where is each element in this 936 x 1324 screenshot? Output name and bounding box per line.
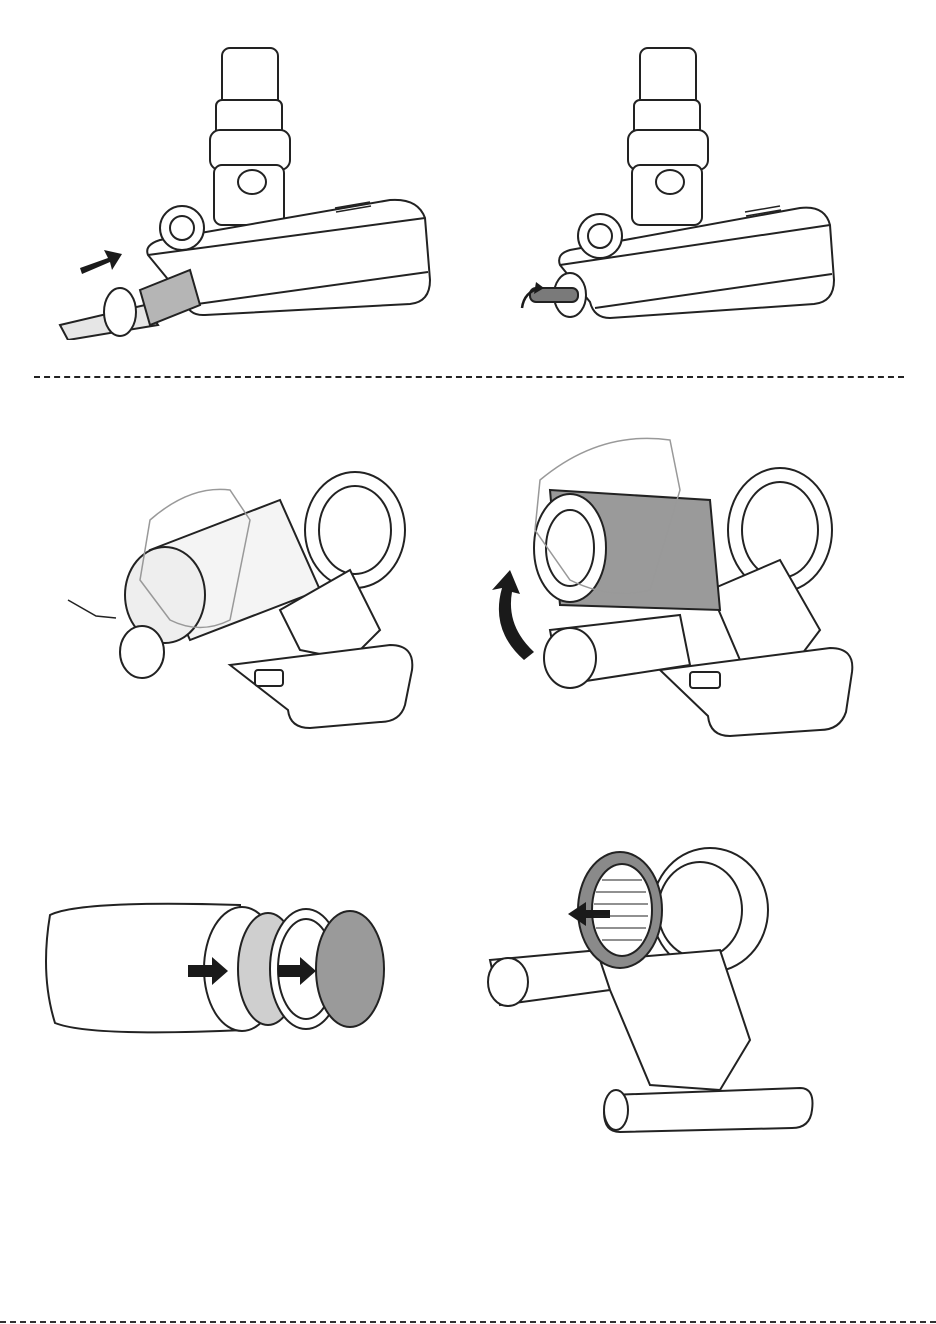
panel-filter-separate (30, 885, 410, 1055)
panel-brush-insert (40, 40, 440, 340)
panel-dustbin-lift (480, 420, 880, 750)
callout-line (68, 600, 116, 618)
lift-arrow-icon (492, 570, 534, 660)
dustbin-lift-illustration (480, 420, 880, 750)
section-divider (34, 376, 904, 378)
panel-dustbin-release (50, 460, 450, 760)
rear-filter-remove-illustration (480, 840, 820, 1140)
panel-rear-filter-remove (480, 840, 820, 1140)
brush-insert-illustration (40, 40, 440, 340)
page-bottom-edge (0, 1321, 936, 1323)
brush-lock-illustration (500, 40, 900, 340)
push-arrow-icon (80, 250, 122, 274)
dustbin-release-illustration (50, 460, 450, 760)
filter-separate-illustration (30, 885, 410, 1055)
panel-brush-lock (500, 40, 900, 340)
